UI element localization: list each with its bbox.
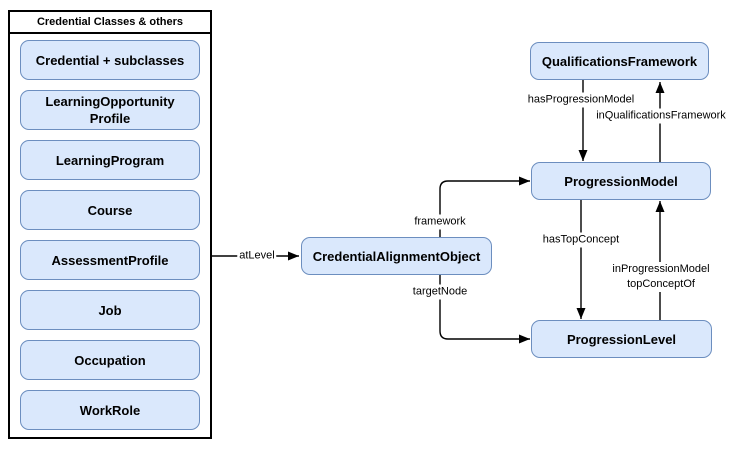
edge-label-target-node: targetNode bbox=[410, 284, 470, 300]
panel-title: Credential Classes & others bbox=[10, 12, 210, 34]
node-progression-model: ProgressionModel bbox=[531, 162, 711, 200]
class-item-assessment-profile: AssessmentProfile bbox=[20, 240, 200, 280]
edge-label-in-progression-model: inProgressionModel bbox=[612, 263, 710, 275]
edge-label-at-level: atLevel bbox=[237, 248, 277, 264]
class-item-learning-program: LearningProgram bbox=[20, 140, 200, 180]
edge-label-framework: framework bbox=[412, 214, 468, 230]
edge-label-in-qualifications-framework: inQualificationsFramework bbox=[594, 108, 728, 124]
edge-target-node bbox=[439, 275, 530, 344]
class-item-course: Course bbox=[20, 190, 200, 230]
class-item-occupation: Occupation bbox=[20, 340, 200, 380]
class-item-work-role: WorkRole bbox=[20, 390, 200, 430]
edge-label-in-progression-model-top-concept-of: inProgressionModel topConceptOf bbox=[610, 262, 712, 292]
class-item-learning-opportunity-profile: LearningOpportunity Profile bbox=[20, 90, 200, 130]
edge-framework bbox=[439, 176, 530, 237]
class-item-credential-subclasses: Credential + subclasses bbox=[20, 40, 200, 80]
node-credential-alignment-object: CredentialAlignmentObject bbox=[301, 237, 492, 275]
class-item-job: Job bbox=[20, 290, 200, 330]
edge-label-has-progression-model: hasProgressionModel bbox=[525, 92, 637, 108]
node-progression-level: ProgressionLevel bbox=[531, 320, 712, 358]
credential-classes-panel: Credential Classes & others Credential +… bbox=[8, 10, 212, 439]
edge-label-top-concept-of: topConceptOf bbox=[627, 278, 695, 290]
node-qualifications-framework: QualificationsFramework bbox=[530, 42, 709, 80]
edge-label-has-top-concept: hasTopConcept bbox=[540, 232, 622, 248]
